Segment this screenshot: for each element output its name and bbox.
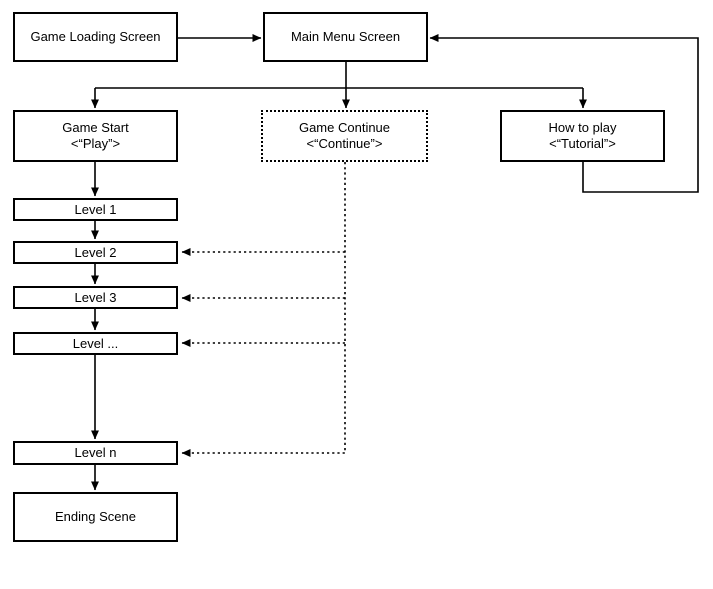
node-level-dots: Level ... bbox=[13, 332, 178, 355]
node-sublabel: <“Tutorial”> bbox=[549, 136, 616, 151]
edge-how-to-play-to-menu-return-arrow bbox=[429, 34, 699, 193]
node-main-menu-screen: Main Menu Screen bbox=[263, 12, 428, 62]
node-label: How to play bbox=[548, 120, 617, 135]
node-sublabel: <“Continue”> bbox=[306, 136, 383, 151]
node-how-to-play: How to play <“Tutorial”> bbox=[500, 110, 665, 162]
node-label: Level n bbox=[74, 445, 117, 460]
node-level-2: Level 2 bbox=[13, 241, 178, 264]
node-label: Level 2 bbox=[74, 244, 117, 260]
node-label: Game Loading Screen bbox=[30, 29, 161, 44]
node-label: Main Menu Screen bbox=[290, 29, 401, 44]
node-label: Level 1 bbox=[74, 201, 117, 217]
edge-continue-to-leveln-dotted-arrow bbox=[181, 162, 346, 457]
node-label: Game Start bbox=[62, 120, 129, 135]
node-game-start: Game Start <“Play”> bbox=[13, 110, 178, 162]
node-sublabel: <“Play”> bbox=[70, 136, 121, 151]
node-game-continue: Game Continue <“Continue”> bbox=[261, 110, 428, 162]
node-level-3: Level 3 bbox=[13, 286, 178, 309]
node-level-1: Level 1 bbox=[13, 198, 178, 221]
node-label: Game Continue bbox=[298, 120, 391, 135]
node-game-loading-screen: Game Loading Screen bbox=[13, 12, 178, 62]
node-level-n: Level n bbox=[13, 441, 178, 465]
node-label: Level ... bbox=[72, 335, 119, 351]
node-label: Ending Scene bbox=[55, 509, 136, 524]
node-label: Level 3 bbox=[74, 289, 117, 305]
node-ending-scene: Ending Scene bbox=[13, 492, 178, 542]
